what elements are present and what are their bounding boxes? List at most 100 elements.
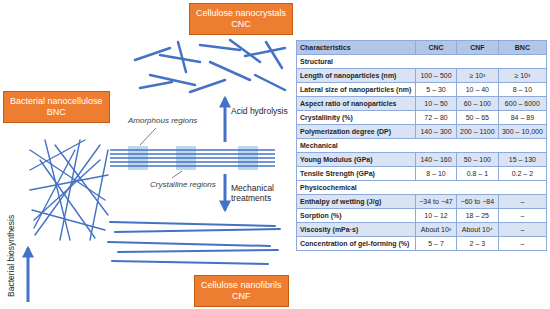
table-cell: 15 – 130 (498, 153, 546, 167)
table-cell: ≥ 10³ (498, 69, 546, 83)
material-box: Cellulose nanofibrilsCNF (194, 275, 289, 307)
property-value: About 10³ (421, 226, 451, 233)
property-name: Lateral size of nanoparticles (nm) (300, 86, 411, 93)
table-cell: – (498, 223, 546, 237)
table-row: Physicochemical (297, 181, 547, 195)
table-cell: CNF (456, 41, 498, 55)
table-cell: About 10⁴ (456, 223, 498, 237)
cellulose-chain (110, 146, 275, 170)
table-cell: About 10³ (416, 223, 457, 237)
table-row: Tensile Strength (GPa)8 – 100.8 – 10.2 –… (297, 167, 547, 181)
property-value: 0.2 – 2 (512, 170, 533, 177)
table-cell: −60 to −84 (456, 195, 498, 209)
table-cell: 10 – 40 (456, 83, 498, 97)
table-cell: 50 – 65 (456, 111, 498, 125)
property-value: 300 – 10,000 (502, 128, 543, 135)
property-value: 200 – 1100 (460, 128, 495, 135)
table-cell: – (498, 195, 546, 209)
table-cell: 300 – 10,000 (498, 125, 546, 139)
property-name: Concentration of gel-forming (%) (300, 240, 409, 247)
table-cell: Lateral size of nanoparticles (nm) (297, 83, 416, 97)
table-cell: 10 – 12 (416, 209, 457, 223)
property-value: 8 – 10 (513, 86, 532, 93)
property-value: −34 to −47 (419, 198, 452, 205)
table-cell: 0.2 – 2 (498, 167, 546, 181)
acronym: BNC (10, 107, 103, 118)
table-cell: 10 – 50 (416, 97, 457, 111)
property-value: 18 – 25 (466, 212, 489, 219)
table-cell: 8 – 10 (498, 83, 546, 97)
hydrolysis-arrow (224, 98, 227, 142)
property-name: Young Modulus (GPa) (300, 156, 373, 163)
table-cell: 200 – 1100 (456, 125, 498, 139)
property-value: BNC (515, 44, 530, 51)
table-cell: Mechanical (297, 139, 547, 153)
property-value: 15 – 130 (509, 156, 536, 163)
table-cell: – (498, 209, 546, 223)
biosynthesis-arrow (27, 248, 30, 302)
region-label: Amorphous regions (128, 116, 197, 125)
table-row: Crystallinity (%)72 – 8050 – 6584 – 89 (297, 111, 547, 125)
table-cell: 140 – 300 (416, 125, 457, 139)
nanocrystal-rods (135, 40, 285, 92)
property-value: About 10⁴ (462, 226, 493, 233)
table-cell: Sorption (%) (297, 209, 416, 223)
material-name: Bacterial nanocellulose (10, 96, 103, 107)
property-name: Length of nanoparticles (nm) (300, 72, 396, 79)
property-value: ≥ 10³ (469, 72, 485, 79)
property-value: 10 – 12 (424, 212, 447, 219)
property-value: 8 – 10 (426, 170, 445, 177)
table-cell: Young Modulus (GPa) (297, 153, 416, 167)
property-name: Polymerization degree (DP) (300, 128, 391, 135)
property-table: CharacteristicsCNCCNFBNCStructuralLength… (296, 40, 547, 251)
process-arrows (28, 98, 225, 302)
table-cell: 140 – 160 (416, 153, 457, 167)
table-cell: 2 – 3 (456, 237, 498, 251)
property-value: CNC (428, 44, 443, 51)
table-cell: BNC (498, 41, 546, 55)
mechanical-arrow (224, 174, 227, 210)
table-cell: Concentration of gel-forming (%) (297, 237, 416, 251)
table-cell: 600 – 6000 (498, 97, 546, 111)
table-cell: 5 – 7 (416, 237, 457, 251)
property-value: 84 – 89 (511, 114, 534, 121)
table-cell: Tensile Strength (GPa) (297, 167, 416, 181)
table-cell: 100 – 500 (416, 69, 457, 83)
material-box: Cellulose nanocrystalsCNC (189, 3, 293, 35)
bacterial-network (30, 140, 108, 240)
table-row: Enthalpy of wetting (J/g)−34 to −47−60 t… (297, 195, 547, 209)
table-cell: Characteristics (297, 41, 416, 55)
table-cell: 72 – 80 (416, 111, 457, 125)
property-value: 60 – 100 (464, 100, 491, 107)
property-value: – (520, 240, 524, 247)
table-cell: 8 – 10 (416, 167, 457, 181)
table-row: Young Modulus (GPa)140 – 16050 – 10015 –… (297, 153, 547, 167)
table-row: Aspect ratio of nanoparticles 10 – 50 60 –… (297, 97, 547, 111)
table-row: Structural (297, 55, 547, 69)
table-cell: 84 – 89 (498, 111, 546, 125)
table-row: Concentration of gel-forming (%) 5 – 72 –… (297, 237, 547, 251)
property-name: Characteristics (300, 44, 351, 51)
process-label: Mechanical treatments (231, 184, 283, 204)
leader-lines (140, 128, 182, 178)
property-value: 10 – 40 (466, 86, 489, 93)
property-value: 100 – 500 (420, 72, 451, 79)
material-box: Bacterial nanocelluloseBNC (3, 91, 110, 123)
property-name: Aspect ratio of nanoparticles (300, 100, 396, 107)
property-name: Sorption (%) (300, 212, 342, 219)
section-heading: Physicochemical (300, 184, 357, 191)
table-cell: Structural (297, 55, 547, 69)
table-cell: Viscosity (mPa·s) (297, 223, 416, 237)
table-row: Sorption (%) 10 – 12 18 – 25 – (297, 209, 547, 223)
material-name: Cellulose nanocrystals (196, 8, 286, 19)
table-row: Lateral size of nanoparticles (nm)5 – 30… (297, 83, 547, 97)
property-value: – (520, 226, 524, 233)
property-value: ≥ 10³ (514, 72, 530, 79)
table-row: Length of nanoparticles (nm) 100 – 500 ≥ 1… (297, 69, 547, 83)
property-value: – (520, 198, 524, 205)
table-cell: Polymerization degree (DP) (297, 125, 416, 139)
table-row: Viscosity (mPa·s) About 10³ About 10⁴ – (297, 223, 547, 237)
property-value: 600 – 6000 (505, 100, 540, 107)
table-cell: −34 to −47 (416, 195, 457, 209)
